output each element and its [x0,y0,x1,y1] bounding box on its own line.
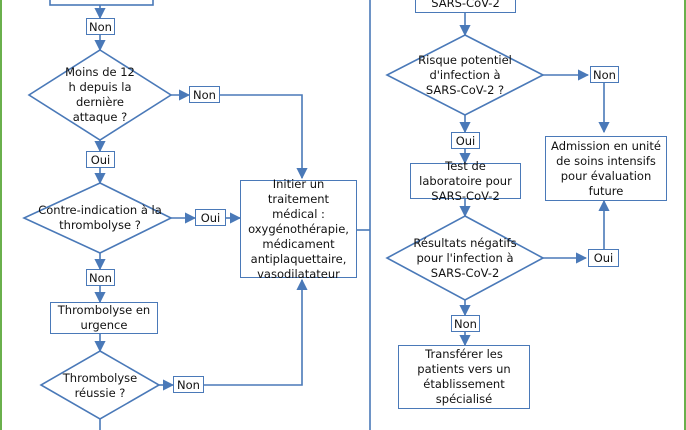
label-oui-4: Oui [588,249,619,267]
box-initier-traitement: Initier un traitement médical : oxygénot… [240,177,357,281]
box-sars-top: SARS-CoV-2 [415,0,516,13]
label-non-2: Non [189,86,220,103]
diamond-reussie-text: Thrombolyse réussie ? [62,371,138,400]
top-left-partial-box [49,0,154,6]
box-test-laboratoire: Test de laboratoire pour SARS-CoV-2 [410,159,521,203]
label-oui-3: Oui [451,132,480,149]
diamond-contre-text: Contre-indication à la thrombolyse ? [38,203,162,232]
diamond-moins12h-text: Moins de 12 h depuis la dernière attaque… [65,65,135,124]
label-oui-1: Oui [86,151,115,168]
label-non-6: Non [451,315,480,332]
diamond-resultats-text: Résultats négatifs pour l'infection à SA… [413,235,517,280]
label-non-1: Non [86,18,115,35]
box-thrombolyse-urgence: Thrombolyse en urgence [50,302,158,334]
box-transferer-patients: Transférer les patients vers un établiss… [398,345,530,409]
label-non-5: Non [590,66,619,83]
label-oui-2: Oui [195,209,226,226]
box-admission-usi: Admission en unité de soins intensifs po… [545,136,667,201]
diamond-risque-text: Risque potentiel d'infection à SARS-CoV-… [418,52,512,97]
label-non-3: Non [86,269,115,286]
label-non-4: Non [173,376,204,393]
